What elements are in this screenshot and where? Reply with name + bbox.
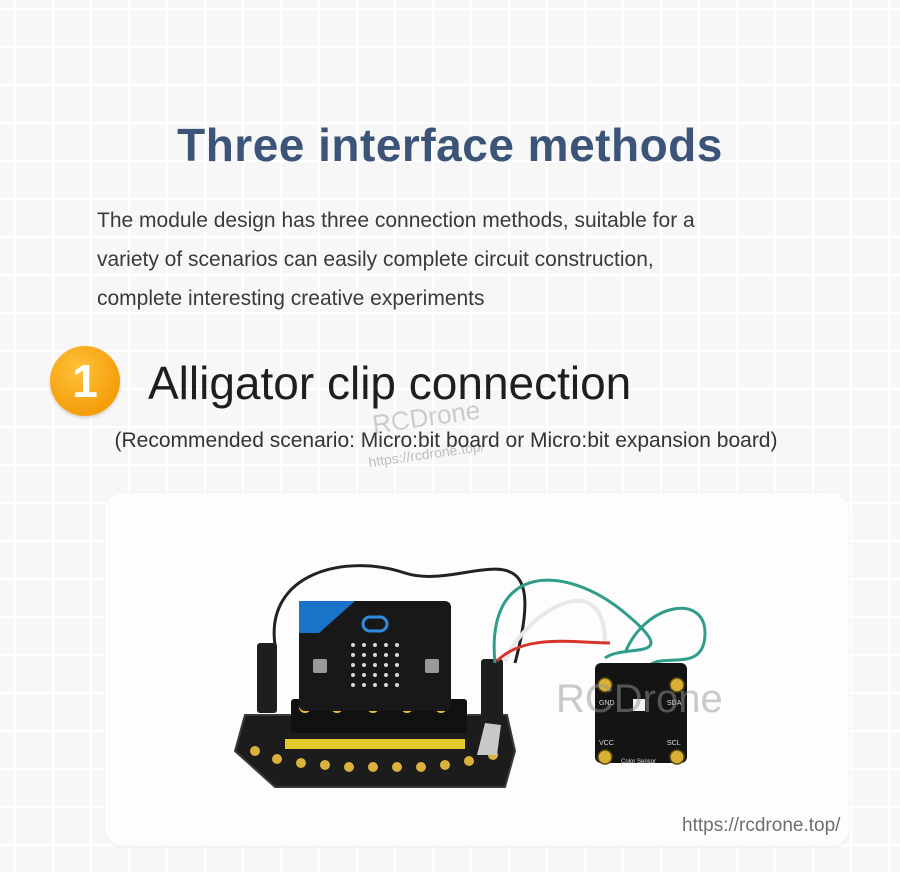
led-matrix [351, 643, 399, 687]
description-line-2: variety of scenarios can easily complete… [97, 248, 654, 271]
sensor-terminals [597, 677, 685, 765]
microbit-blue-corner [299, 601, 355, 633]
product-illustration: GND SDA VCC SCL Color Sensor [233, 564, 707, 788]
alligator-clip-left [257, 643, 277, 713]
step-number-badge: 1 [50, 346, 120, 416]
pin-header-yellow [285, 739, 465, 749]
button-a [313, 659, 327, 673]
wire-red [495, 639, 611, 663]
watermark-brand-photo: RCDrone [556, 677, 723, 721]
wire-black [272, 564, 527, 664]
product-photo: GND SDA VCC SCL Color Sensor [105, 493, 849, 846]
description-line-3: complete interesting creative experiment… [97, 287, 485, 310]
label-sda: SDA [667, 700, 682, 707]
sensor-led [633, 699, 645, 711]
expansion-board-pads [250, 746, 498, 772]
description-line-1: The module design has three connection m… [97, 209, 695, 232]
wire-white [503, 598, 607, 662]
page-title: Three interface methods [177, 119, 723, 171]
watermark-url: https://rcdrone.top/ [682, 815, 841, 836]
label-vcc: VCC [599, 740, 614, 747]
microbit-logo [361, 615, 389, 633]
wire-green-2 [623, 606, 707, 667]
alligator-clip-right [481, 659, 503, 733]
clip-jaw-right [477, 723, 501, 755]
wire-green-1 [492, 578, 653, 664]
recommended-scenario: (Recommended scenario: Micro:bit board o… [114, 429, 778, 452]
description: The module design has three connection m… [97, 201, 817, 318]
label-scl: SCL [667, 740, 681, 747]
label-color-sensor: Color Sensor [621, 759, 656, 765]
section-title: Alligator clip connection [148, 357, 632, 409]
color-sensor-module [595, 663, 687, 763]
step-number: 1 [72, 355, 98, 407]
label-gnd: GND [599, 700, 615, 707]
button-b [425, 659, 439, 673]
